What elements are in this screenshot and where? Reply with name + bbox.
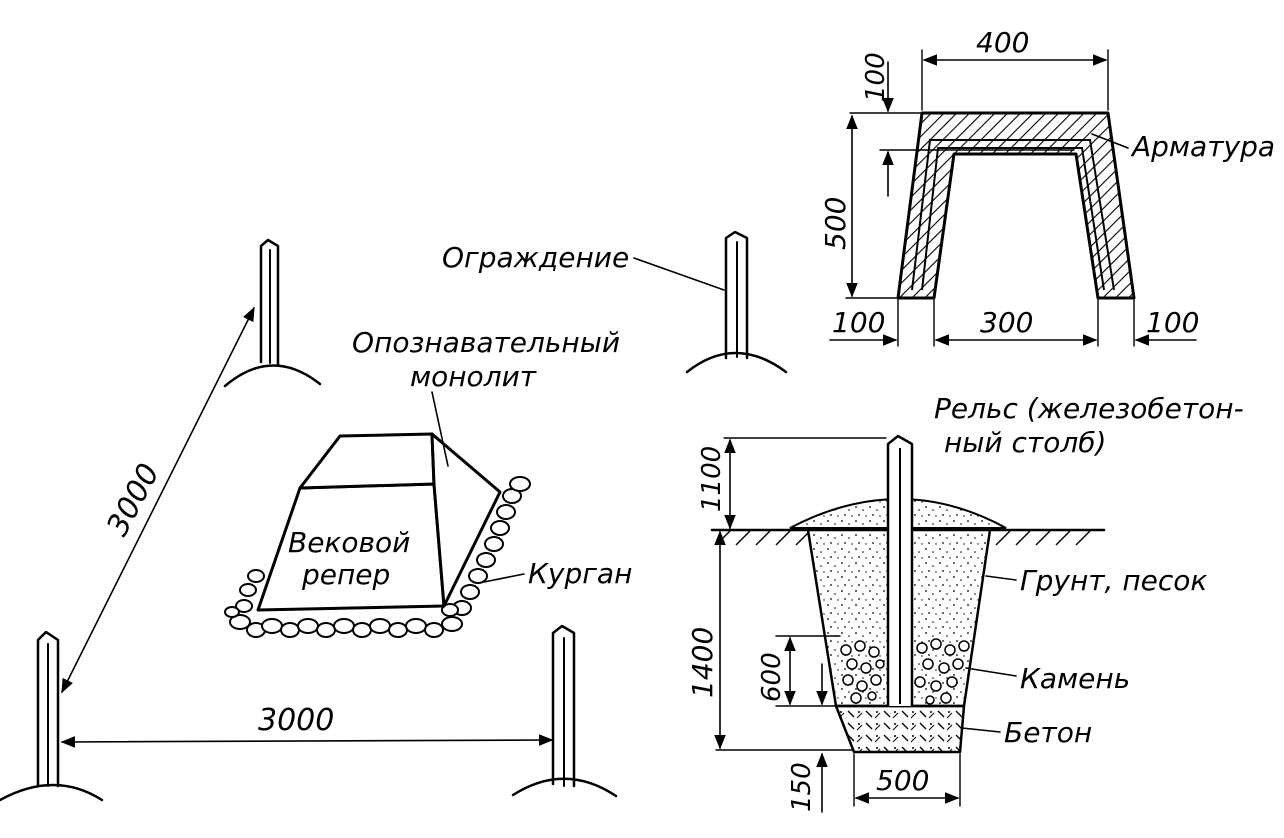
post-above-dimension: 1100 — [697, 446, 727, 512]
section-left-base-dimension: 100 — [832, 306, 885, 339]
fence-post-bottom-right — [511, 624, 618, 798]
section-wall-dimension: 100 — [861, 52, 891, 102]
fence-diagonal-dimension: 3000 — [100, 458, 167, 542]
rebar-leader — [1091, 133, 1129, 149]
mound-leader — [483, 573, 525, 583]
post-below-dimension: 1400 — [686, 627, 719, 698]
fence-leader — [633, 257, 725, 291]
soil-sand-label: Грунт, песок — [1020, 564, 1207, 597]
post-foundation-section — [710, 434, 1106, 754]
monolith-label-line2: монолит — [410, 360, 537, 393]
stone-layer-dimension: 600 — [757, 652, 787, 702]
fence-post-top-left — [223, 238, 322, 388]
concrete-leader — [961, 727, 1001, 733]
section-top-dimension: 400 — [976, 26, 1029, 59]
concrete-label: Бетон — [1004, 716, 1092, 749]
fence-bottom-dimension-line — [60, 734, 554, 748]
benchmark-label-line1: Вековой — [288, 526, 410, 559]
rebar-label: Арматура — [1130, 130, 1275, 163]
fence-diagonal-dimension-line — [61, 306, 255, 694]
soil-sand-leader — [985, 575, 1017, 581]
fence-post-bottom-left — [0, 630, 104, 802]
benchmark-label-line2: репер — [301, 558, 390, 591]
fence-post-top-right — [685, 230, 788, 374]
monolith-label-line1: Опознавательный — [352, 326, 620, 359]
pit-bottom-dimension: 500 — [876, 764, 929, 797]
section-inner-base-dimension: 300 — [980, 306, 1033, 339]
stone-label: Камень — [1020, 662, 1130, 695]
stone-leader — [965, 667, 1017, 677]
concrete-layer-dimension: 150 — [787, 762, 817, 812]
monolith-cross-section — [896, 111, 1136, 300]
fence-label: Ограждение — [442, 241, 629, 274]
section-height-dimension: 500 — [819, 197, 852, 250]
mound-label: Курган — [528, 557, 632, 590]
mound-stones — [224, 476, 531, 638]
monolith-leader — [431, 391, 449, 467]
rail-label-line1: Рельс (железобетон- — [934, 392, 1244, 425]
rail-label-line2: ный столб) — [944, 426, 1106, 459]
fence-bottom-dimension: 3000 — [258, 703, 334, 738]
benchmark-monolith — [256, 432, 502, 612]
section-right-base-dimension: 100 — [1146, 306, 1199, 339]
